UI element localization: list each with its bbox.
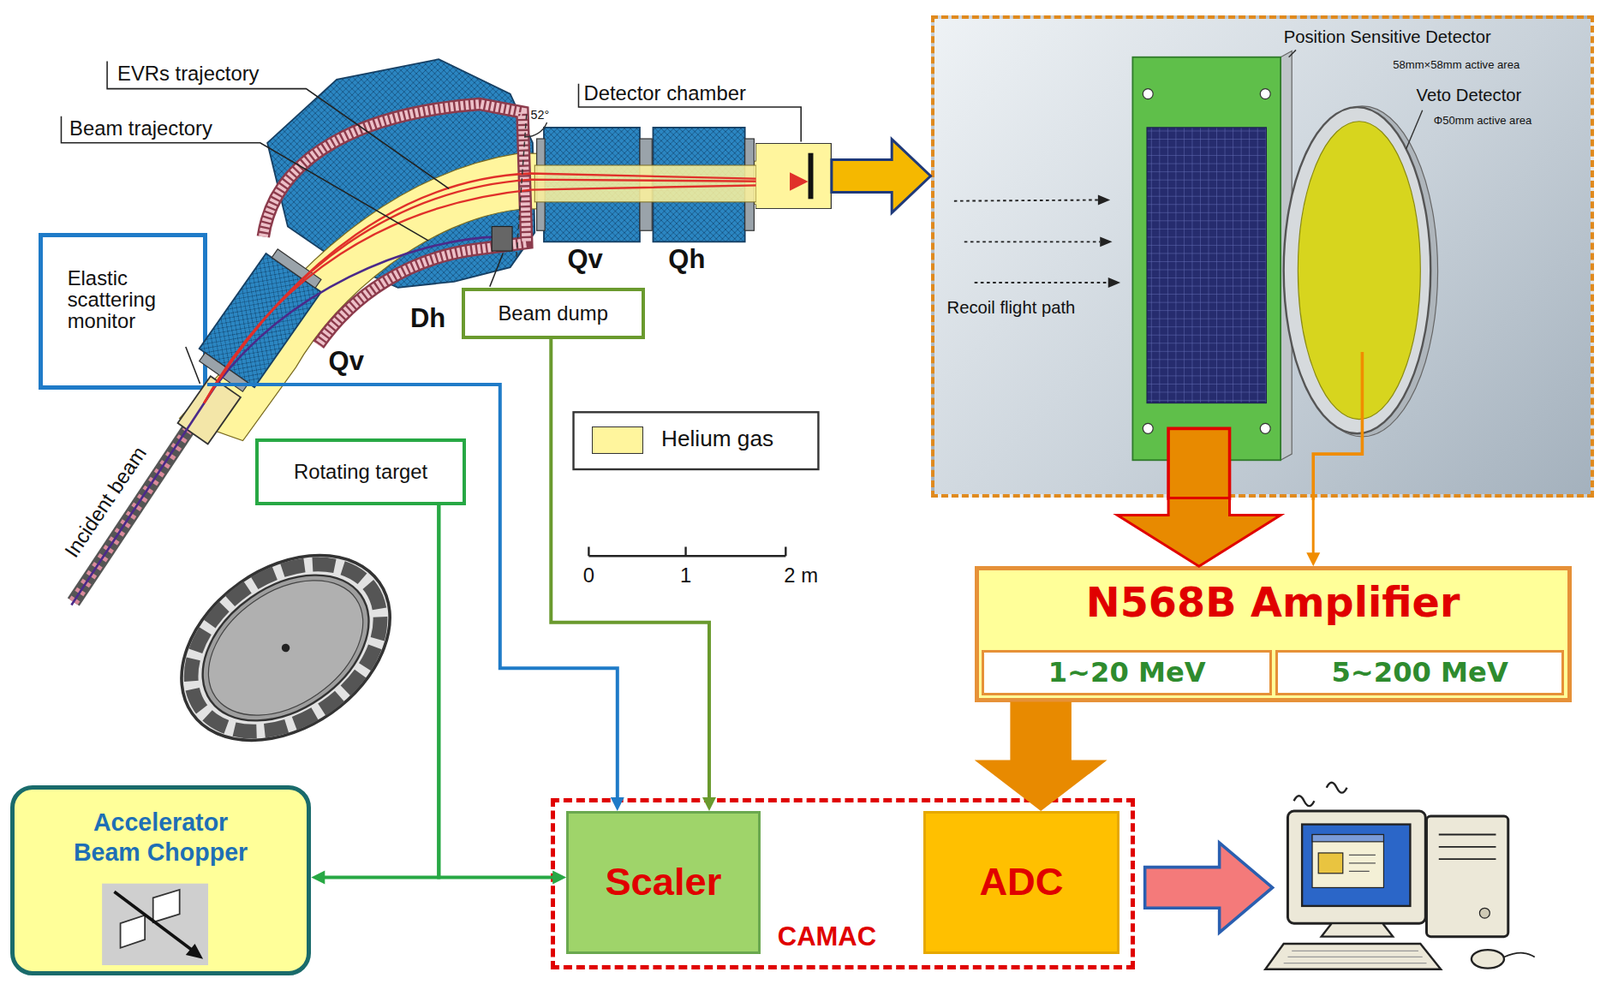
- veto-ring: [1283, 107, 1432, 434]
- signal-line: [207, 384, 618, 800]
- part-label: Position Sensitive Detector: [1283, 27, 1492, 48]
- module-label: Scaler: [604, 859, 722, 905]
- callout-label: EVRs trajectory: [117, 61, 260, 85]
- evr-trajectory: [203, 173, 792, 404]
- connector: [831, 139, 932, 214]
- scale-label: 2 m: [783, 563, 818, 587]
- angle-arc: [524, 122, 547, 138]
- recoil-arrows: [954, 200, 1109, 283]
- monitor-box: Elastic scattering monitor: [38, 232, 208, 391]
- beam-dump-block: [491, 226, 513, 251]
- legend-frame: [573, 411, 819, 470]
- angle-label: 52°: [531, 107, 550, 122]
- signal-arrow-stub: [1168, 428, 1230, 500]
- scale-label: 0: [583, 563, 595, 587]
- range-cell: 1~20 MeV: [981, 650, 1273, 697]
- rotating-target-wheel: [146, 517, 425, 779]
- magnet-label: Qv: [567, 246, 603, 274]
- range-label: 1~20 MeV: [1048, 657, 1206, 688]
- leader-line: [1289, 49, 1296, 57]
- connector: [1306, 497, 1320, 567]
- dimension-label: Φ50mm active area: [1433, 113, 1533, 127]
- data-arrow: [1145, 842, 1273, 933]
- arrowhead: [1306, 552, 1320, 567]
- amplifier-box: N568B Amplifier 1~20 MeV 5~200 MeV: [974, 566, 1572, 702]
- target-chamber: [178, 376, 241, 444]
- evr-trajectory: [203, 185, 792, 404]
- callout-label: Detector chamber: [584, 81, 747, 105]
- magnet-label: Qv: [328, 348, 365, 376]
- connector: [207, 384, 625, 812]
- crate-label: CAMAC: [777, 921, 877, 953]
- connector: [310, 505, 439, 885]
- connector: [438, 505, 567, 885]
- signal-line: [438, 505, 556, 878]
- module-label: ADC: [979, 859, 1063, 905]
- target-box: Rotating target: [255, 438, 467, 505]
- flight-path-label: Recoil flight path: [947, 298, 1076, 318]
- dimension-label: 58mm×58mm active area: [1392, 58, 1520, 72]
- part-label: Elastic scattering monitor: [67, 267, 182, 332]
- module-title: N568B Amplifier: [1086, 580, 1461, 626]
- detector-drawing: [954, 49, 1439, 500]
- leader-line: [578, 83, 801, 143]
- legend-label: Helium gas: [661, 425, 774, 452]
- signal-arrow: [974, 702, 1108, 812]
- trajectory-arrowhead: [789, 172, 808, 191]
- beam-dump-box: Beam dump: [461, 287, 645, 340]
- beam-trajectory: [71, 236, 498, 605]
- exit-edge-line: [516, 113, 527, 257]
- connector: [1117, 497, 1282, 567]
- arrowhead: [702, 797, 717, 812]
- signal-line: [550, 339, 710, 801]
- signal-arrow: [831, 139, 932, 214]
- veto-detector: [1297, 121, 1421, 420]
- leader-line: [489, 252, 503, 287]
- part-label: Beam dump: [497, 301, 608, 325]
- part-label: Veto Detector: [1416, 85, 1523, 106]
- beam-pipe: [534, 165, 757, 203]
- connector: [550, 339, 717, 812]
- range-label: 5~200 MeV: [1331, 657, 1508, 688]
- signal-arrow-stub: [1168, 428, 1230, 500]
- signal-line: [322, 505, 439, 878]
- veto-signal-wire: [1313, 352, 1362, 501]
- leader-line: [60, 116, 429, 241]
- camac-crate: CAMAC Scaler ADC: [550, 798, 1135, 970]
- computer-icon: [1265, 782, 1535, 970]
- helium-region: [179, 153, 758, 442]
- strip-grid: [1146, 127, 1266, 404]
- part-label: Rotating target: [293, 459, 428, 484]
- module-title: Accelerator Beam Chopper: [67, 807, 254, 867]
- leader-lines: [60, 60, 801, 383]
- leader-line: [1406, 110, 1423, 150]
- detector-chamber-fill: [756, 143, 831, 209]
- arrowhead: [610, 797, 625, 812]
- arrowhead: [552, 871, 567, 885]
- scale-bar: [588, 547, 786, 557]
- scale-label: 1: [680, 563, 692, 587]
- signal-line: [1312, 497, 1315, 556]
- arrowhead: [310, 871, 325, 885]
- magnet-label: Dh: [410, 305, 446, 333]
- spectrometer-drawing: [71, 59, 830, 605]
- detector-plate: [808, 153, 814, 200]
- range-cell: 5~200 MeV: [1275, 650, 1565, 697]
- leader-line: [185, 346, 201, 384]
- chopper-icon: [101, 883, 209, 966]
- connector: [974, 702, 1108, 812]
- evr-trajectory: [203, 179, 792, 404]
- magnet-label: Qh: [668, 246, 705, 274]
- quadrupole-magnet: [193, 244, 328, 396]
- legend-swatch: [591, 426, 644, 454]
- scaler-module: Scaler: [566, 811, 760, 955]
- callout-label: Beam trajectory: [69, 116, 213, 140]
- adc-module: ADC: [923, 811, 1120, 955]
- position-sensitive-detector: [1132, 57, 1281, 461]
- signal-arrow: [1117, 497, 1282, 567]
